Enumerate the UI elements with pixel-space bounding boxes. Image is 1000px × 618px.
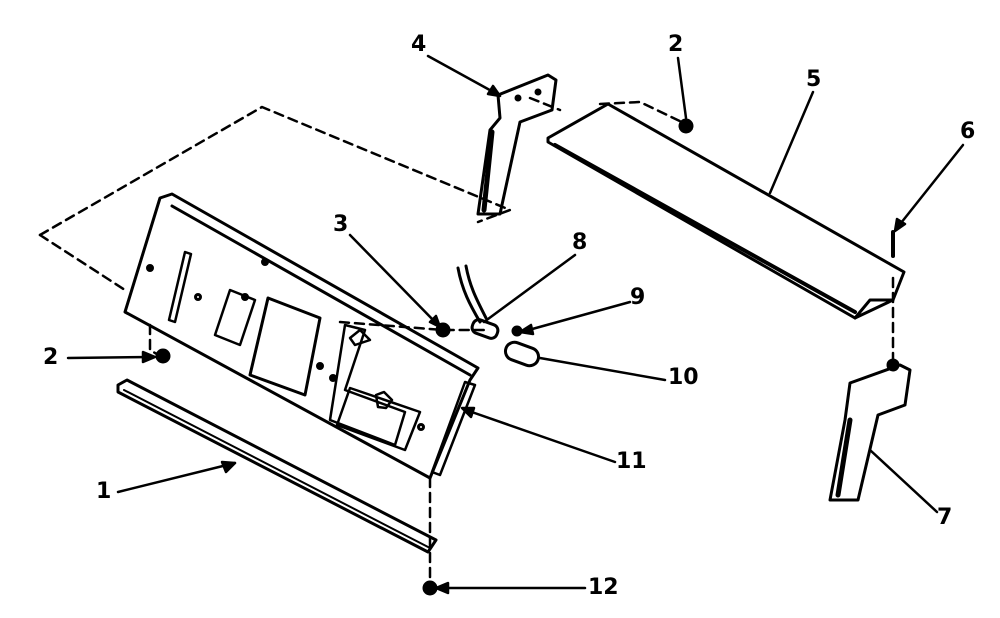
callout-8: 8 (572, 230, 588, 255)
callout-2-left: 2 (43, 345, 59, 370)
callout-5: 5 (806, 67, 822, 92)
callout-3: 3 (333, 212, 349, 237)
callout-10: 10 (668, 365, 699, 390)
callout-9: 9 (630, 285, 646, 310)
assembly-dashed-lines (38, 96, 895, 584)
leader-lines (66, 54, 965, 595)
callout-11: 11 (616, 449, 647, 474)
top-cover-part (546, 102, 906, 320)
trim-strip-part (116, 378, 438, 554)
fasteners (155, 118, 900, 596)
end-bracket-left-part (476, 73, 558, 216)
lamp-assembly-part (456, 264, 541, 368)
callout-7: 7 (937, 505, 953, 530)
end-bracket-right-part (828, 363, 912, 502)
callout-1: 1 (96, 479, 112, 504)
control-panel-part (123, 192, 480, 480)
callout-6: 6 (960, 119, 976, 144)
callout-2-top: 2 (668, 32, 684, 57)
callout-4: 4 (411, 32, 427, 57)
callout-12: 12 (588, 575, 619, 600)
